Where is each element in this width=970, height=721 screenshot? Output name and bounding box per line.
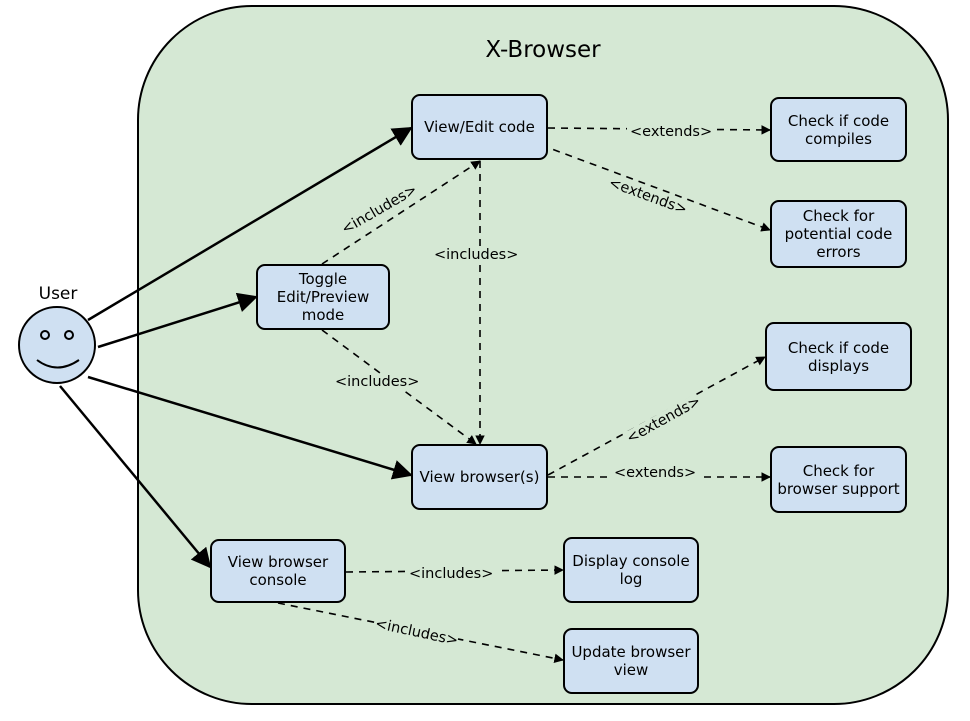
use-case-view-console[interactable]: View browser console xyxy=(210,539,346,603)
use-case-check-compiles[interactable]: Check if code compiles xyxy=(770,97,907,162)
includes-toggle-edit-line xyxy=(321,160,481,265)
system-title: X-Browser xyxy=(485,37,601,63)
user-actor-icon[interactable] xyxy=(17,305,97,385)
use-case-check-support[interactable]: Check for browser support xyxy=(770,446,907,513)
edge-label-includes-toggle-view: <includes> xyxy=(332,374,423,390)
edge-label-extends-compiles: <extends> xyxy=(627,124,716,140)
use-case-check-displays[interactable]: Check if code displays xyxy=(765,322,912,391)
use-case-display-log[interactable]: Display console log xyxy=(563,537,699,603)
use-case-view-edit-code[interactable]: View/Edit code xyxy=(411,94,548,160)
association-view-edit xyxy=(87,126,413,322)
use-case-toggle-mode[interactable]: Toggle Edit/Preview mode xyxy=(256,264,390,330)
edge-label-extends-support: <extends> xyxy=(611,465,700,481)
extends-compiles-line xyxy=(547,125,771,135)
extends-errors-line xyxy=(540,144,771,232)
actor-label: User xyxy=(38,284,78,304)
edge-label-includes-log: <includes> xyxy=(406,566,497,582)
use-case-update-view[interactable]: Update browser view xyxy=(563,628,699,694)
use-case-check-errors[interactable]: Check for potential code errors xyxy=(770,200,907,268)
use-case-view-browsers[interactable]: View browser(s) xyxy=(411,444,548,510)
edge-label-includes-edit-view: <includes> xyxy=(431,247,522,263)
association-toggle xyxy=(97,292,258,349)
association-console xyxy=(59,385,212,569)
association-view-browsers xyxy=(87,375,413,480)
